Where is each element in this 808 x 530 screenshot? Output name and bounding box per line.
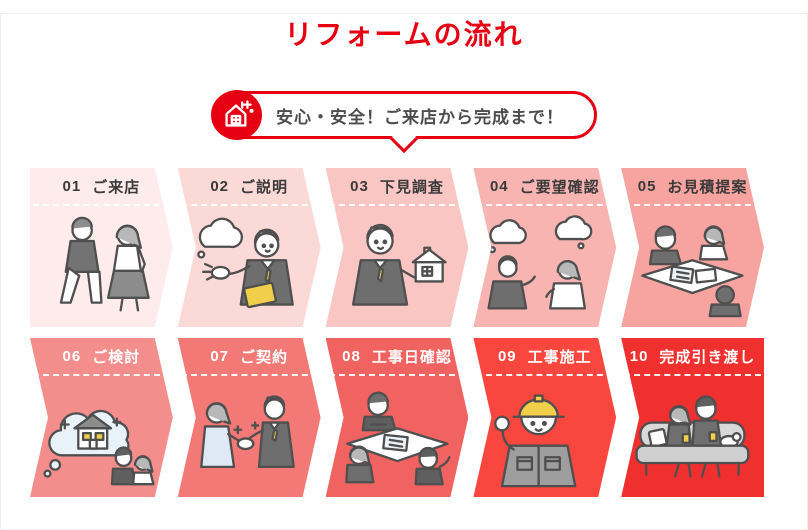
salesman-explaining-illustration <box>182 210 317 324</box>
step-header: 03 下見調査 <box>326 168 469 205</box>
step-header: 08 工事日確認 <box>326 338 469 375</box>
family-considering-house-illustration <box>34 380 169 494</box>
steps-row-2: 06 ご検討 <box>30 338 764 497</box>
step-card-03: 03 下見調査 <box>326 168 469 327</box>
badge-text: 安心・安全！ご来店から完成まで！ <box>276 107 564 127</box>
step-number: 07 <box>210 348 230 365</box>
step-card-05: 05 お見積提案 <box>621 168 764 327</box>
step-header: 07 ご契約 <box>178 338 321 375</box>
dashed-divider <box>181 204 318 206</box>
step-header: 02 ご説明 <box>178 168 321 205</box>
step-header: 04 ご要望確認 <box>473 168 616 205</box>
dashed-divider <box>624 204 761 206</box>
step-header: 05 お見積提案 <box>621 168 764 205</box>
step-number: 02 <box>210 178 230 195</box>
step-card-02: 02 ご説明 <box>178 168 321 327</box>
step-number: 01 <box>62 178 82 195</box>
schedule-meeting-illustration <box>330 380 465 494</box>
badge-tail-pointer <box>389 124 419 154</box>
step-header: 01 ご来店 <box>30 168 173 205</box>
dashed-divider <box>33 374 170 376</box>
dashed-divider <box>476 374 613 376</box>
step-label: 完成引き渡し <box>659 349 756 366</box>
dashed-divider <box>329 374 466 376</box>
dashed-divider <box>476 204 613 206</box>
house-sparkle-icon <box>212 90 262 140</box>
step-number: 04 <box>489 178 509 195</box>
step-header: 10 完成引き渡し <box>621 338 764 375</box>
step-label: ご来店 <box>92 179 141 196</box>
badge-wrap: 安心・安全！ご来店から完成まで！ <box>0 90 808 154</box>
step-number: 05 <box>637 178 657 195</box>
step-label: ご検討 <box>92 349 141 366</box>
step-card-09: 09 工事施工 <box>473 338 616 497</box>
step-number: 08 <box>342 348 361 365</box>
dashed-divider <box>33 204 170 206</box>
step-card-07: 07 ご契約 <box>178 338 321 497</box>
step-label: お見積提案 <box>667 179 748 196</box>
steps-row-1: 01 ご来店 <box>30 168 764 327</box>
step-label: ご要望確認 <box>519 179 600 196</box>
dashed-divider <box>624 374 761 376</box>
request-discussion-illustration <box>477 210 612 324</box>
step-label: ご契約 <box>240 349 289 366</box>
step-number: 09 <box>497 348 517 365</box>
step-card-04: 04 ご要望確認 <box>473 168 616 327</box>
estimate-meeting-illustration <box>625 210 760 324</box>
step-header: 06 ご検討 <box>30 338 173 375</box>
step-label: 工事日確認 <box>371 349 452 366</box>
step-number: 06 <box>62 348 82 365</box>
dashed-divider <box>329 204 466 206</box>
couple-walking-illustration <box>34 210 169 324</box>
step-label: ご説明 <box>240 179 289 196</box>
safety-badge: 安心・安全！ご来店から完成まで！ <box>211 90 597 154</box>
page-title: リフォームの流れ <box>284 19 524 50</box>
steps-flow: 01 ご来店 <box>30 168 764 497</box>
step-card-06: 06 ご検討 <box>30 338 173 497</box>
step-label: 下見調査 <box>379 179 444 196</box>
surveyor-with-house-illustration <box>330 210 465 324</box>
couple-on-sofa-illustration <box>625 380 760 494</box>
step-card-08: 08 工事日確認 <box>326 338 469 497</box>
construction-worker-illustration <box>477 380 612 494</box>
dashed-divider <box>181 374 318 376</box>
step-card-10: 10 完成引き渡し <box>621 338 764 497</box>
contract-handshake-illustration <box>182 380 317 494</box>
step-number: 03 <box>350 178 369 195</box>
step-header: 09 工事施工 <box>473 338 616 375</box>
step-card-01: 01 ご来店 <box>30 168 173 327</box>
step-number: 10 <box>629 348 649 365</box>
step-label: 工事施工 <box>527 349 592 366</box>
